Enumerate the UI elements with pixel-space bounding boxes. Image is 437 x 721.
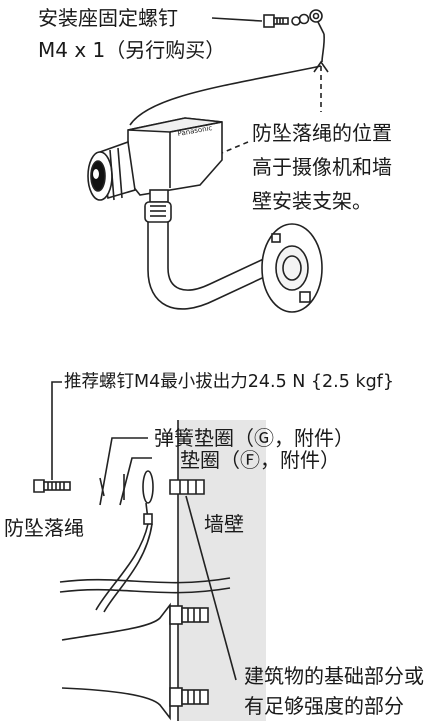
rope-note-line1: 防坠落绳的位置 xyxy=(252,121,392,145)
fall-rope-label: 防坠落绳 xyxy=(4,516,84,540)
building-label-line1: 建筑物的基础部分或 xyxy=(244,664,424,688)
base-screw-upper-icon xyxy=(169,605,209,625)
bottom-figure xyxy=(33,381,266,721)
base-screw-lower-icon xyxy=(169,687,209,707)
building-label-line2: 有足够强度的部分 xyxy=(244,694,404,718)
spring-washer-icon xyxy=(99,477,105,497)
screw-spec-label: 推荐螺钉M4最小拔出力24.5 N {2.5 kgf} xyxy=(64,372,394,392)
mount-arm-icon xyxy=(147,222,323,313)
spring-washer-label: 弹簧垫圈（Ⓖ，附件） xyxy=(154,426,354,450)
top-figure xyxy=(87,9,329,313)
washer-label: 垫圈（Ⓕ，附件） xyxy=(180,448,340,472)
rope-note-line3: 壁安装支架。 xyxy=(252,189,372,213)
wall-screw-icon xyxy=(33,479,71,493)
rope-ring-icon xyxy=(142,470,154,525)
camera-icon xyxy=(87,117,223,223)
anchor-icon xyxy=(169,479,205,495)
screw-label-line1: 安装座固定螺钉 xyxy=(38,6,178,30)
mount-screw-icon xyxy=(263,9,325,35)
screw-label-line2: M4 x 1（另行购买） xyxy=(38,38,226,62)
wall-label: 墙壁 xyxy=(204,512,244,536)
rope-note-line2: 高于摄像机和墙 xyxy=(252,155,392,179)
